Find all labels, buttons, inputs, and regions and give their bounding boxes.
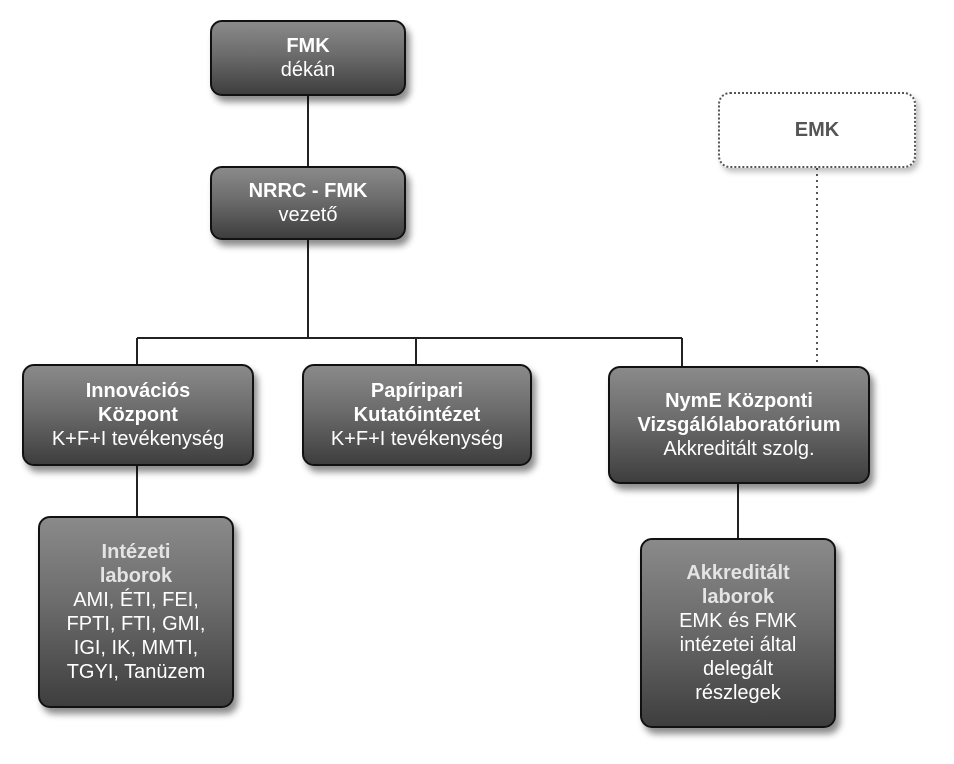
node-nyme-title-2: Vizsgálólaboratórium — [637, 414, 841, 436]
node-innovacios-kozpont: Innovációs Központ K+F+I tevékenység — [22, 364, 254, 466]
node-intezeti-laborok: Intézeti laborok AMI, ÉTI, FEI, FPTI, FT… — [38, 516, 234, 708]
node-papiripari-title-1: Papíripari — [370, 380, 464, 402]
node-nrrc-title: NRRC - FMK — [248, 180, 368, 202]
node-intezeti-line-2: FPTI, FTI, GMI, — [66, 613, 206, 635]
node-nyme-vizsgalolaboratorium: NymE Központi Vizsgálólaboratórium Akkre… — [608, 366, 870, 484]
node-nrrc-subtitle: vezető — [278, 204, 338, 226]
node-akkreditalt-line-1: EMK és FMK — [679, 610, 797, 632]
node-akkreditalt-line-2: intézetei által — [679, 634, 797, 656]
node-papiripari-title-2: Kutatóintézet — [353, 404, 481, 426]
node-fmk: FMK dékán — [210, 20, 406, 96]
node-akkreditalt-title-2: laborok — [701, 586, 775, 608]
node-fmk-title: FMK — [286, 35, 330, 57]
node-fmk-subtitle: dékán — [280, 59, 336, 81]
node-nrrc-fmk: NRRC - FMK vezető — [210, 166, 406, 240]
node-papiripari-kutatointezet: Papíripari Kutatóintézet K+F+I tevékenys… — [302, 364, 532, 466]
node-akkreditalt-title-1: Akkreditált — [686, 562, 790, 584]
node-innovacios-line-1: K+F+I tevékenység — [51, 428, 225, 450]
node-nyme-line-1: Akkreditált szolg. — [663, 438, 815, 460]
node-nyme-title-1: NymE Központi — [665, 390, 813, 412]
node-akkreditalt-line-3: delegált — [702, 658, 774, 680]
node-intezeti-line-4: TGYI, Tanüzem — [66, 661, 206, 683]
node-intezeti-title-1: Intézeti — [101, 541, 171, 563]
node-papiripari-line-1: K+F+I tevékenység — [330, 428, 504, 450]
node-innovacios-title-2: Központ — [98, 404, 178, 426]
node-intezeti-line-1: AMI, ÉTI, FEI, — [73, 589, 199, 611]
node-emk: EMK — [718, 92, 916, 168]
node-intezeti-line-3: IGI, IK, MMTI, — [73, 637, 199, 659]
node-akkreditalt-line-4: részlegek — [695, 682, 781, 704]
node-emk-title: EMK — [794, 119, 840, 141]
node-innovacios-title-1: Innovációs — [85, 380, 191, 402]
node-intezeti-title-2: laborok — [99, 565, 173, 587]
node-akkreditalt-laborok: Akkreditált laborok EMK és FMK intézetei… — [640, 538, 836, 728]
